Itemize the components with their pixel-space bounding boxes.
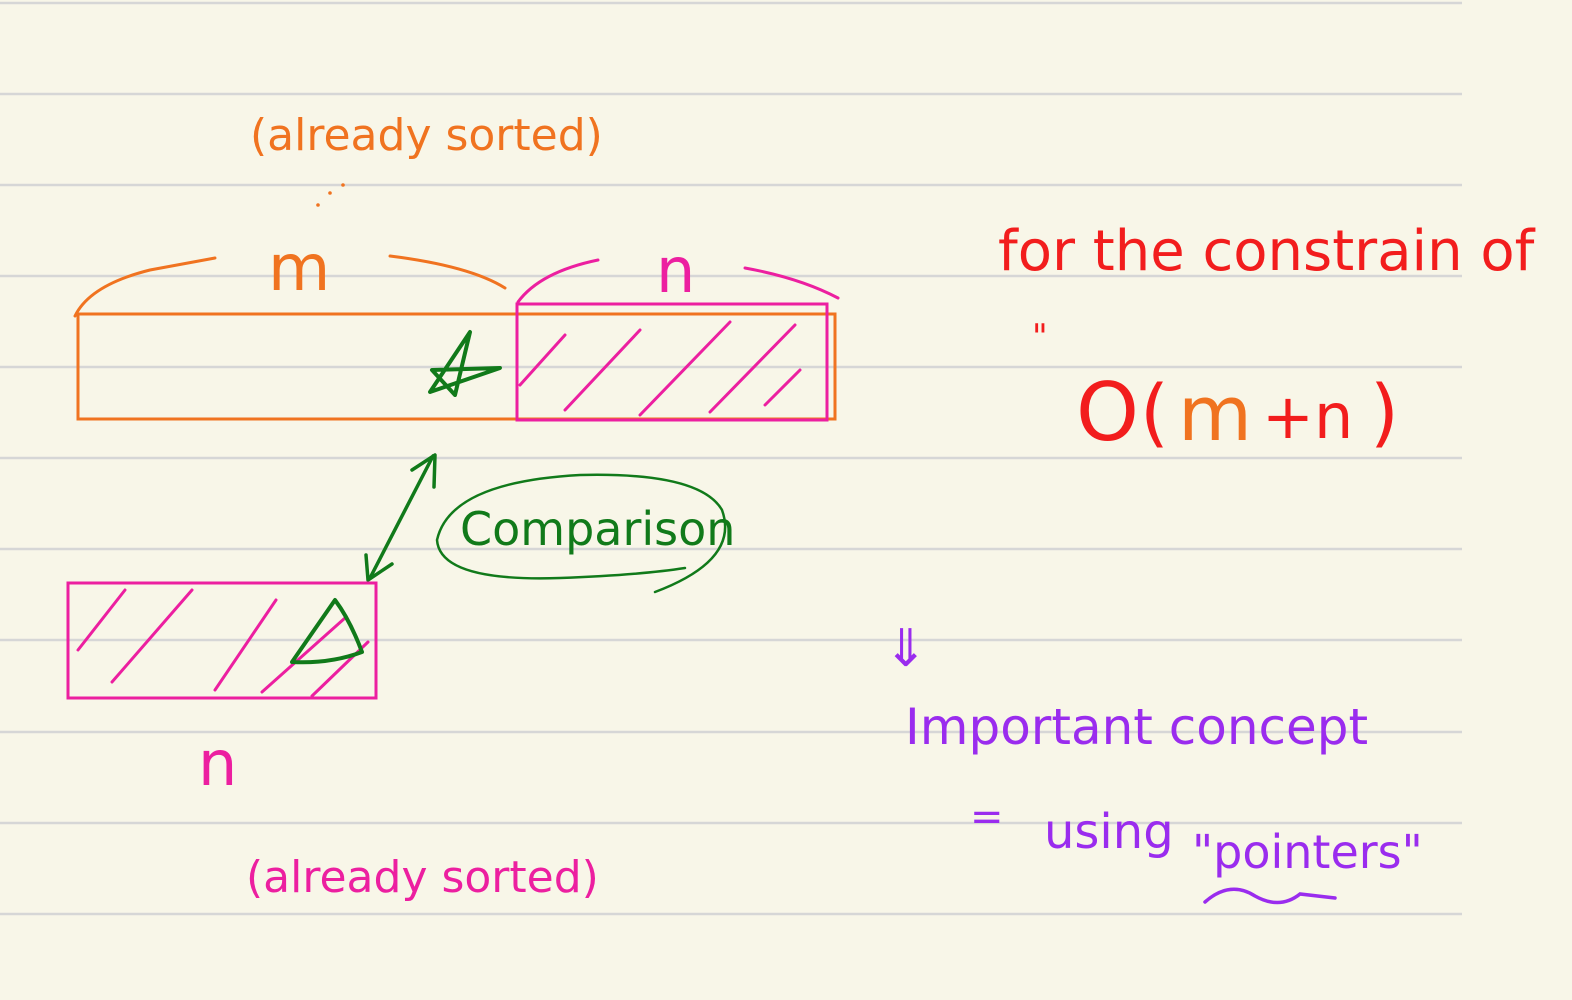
bottom-hatching bbox=[76, 588, 370, 698]
down-arrow-icon: ⇓ bbox=[884, 619, 928, 679]
pointers-underline bbox=[1203, 887, 1337, 905]
open-paren: ( bbox=[1140, 370, 1169, 456]
big-o-symbol: O bbox=[1076, 366, 1139, 459]
n-bottom-label: n bbox=[198, 727, 237, 800]
comparison-bubble bbox=[435, 473, 727, 594]
open-quote: " bbox=[1032, 317, 1048, 357]
comparison-label: Comparison bbox=[460, 502, 735, 556]
ellipsis-dots bbox=[316, 183, 345, 207]
m-brace bbox=[73, 254, 507, 318]
constraint-text: for the constrain of bbox=[998, 219, 1536, 284]
bottom-array-box bbox=[66, 581, 378, 700]
top-filled-region bbox=[515, 302, 829, 422]
top-array-box bbox=[76, 312, 837, 421]
n-top-label: n bbox=[656, 234, 695, 307]
big-o-plus-n: +n bbox=[1262, 380, 1353, 453]
bottom-array-note: (already sorted) bbox=[246, 852, 599, 903]
pointers-text: "pointers" bbox=[1192, 825, 1423, 879]
star-marker-icon bbox=[428, 330, 502, 397]
using-text: using bbox=[1044, 804, 1174, 860]
n-top-brace bbox=[516, 258, 840, 304]
equals-sign: = bbox=[970, 794, 1004, 840]
triangle-marker-icon bbox=[290, 598, 364, 665]
ruled-lines bbox=[0, 1, 1462, 916]
close-paren: ) bbox=[1370, 370, 1399, 456]
important-concept-text: Important concept bbox=[905, 698, 1368, 756]
m-label: m bbox=[268, 232, 330, 306]
top-array-note: (already sorted) bbox=[250, 110, 603, 161]
double-arrow-icon bbox=[364, 453, 437, 582]
big-o-m: m bbox=[1178, 369, 1252, 458]
top-hatching bbox=[518, 320, 802, 417]
